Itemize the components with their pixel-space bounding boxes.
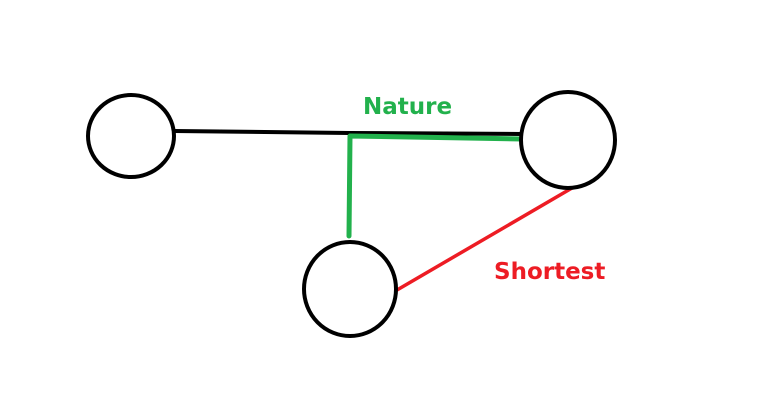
edge-left-right	[172, 129, 524, 136]
shortest-label: Shortest	[494, 259, 605, 285]
nature-path	[346, 133, 525, 239]
node-left	[86, 93, 176, 179]
shortest-path	[395, 186, 574, 292]
nature-label: Nature	[363, 94, 452, 120]
node-bottom	[302, 240, 398, 338]
node-right	[519, 90, 617, 190]
